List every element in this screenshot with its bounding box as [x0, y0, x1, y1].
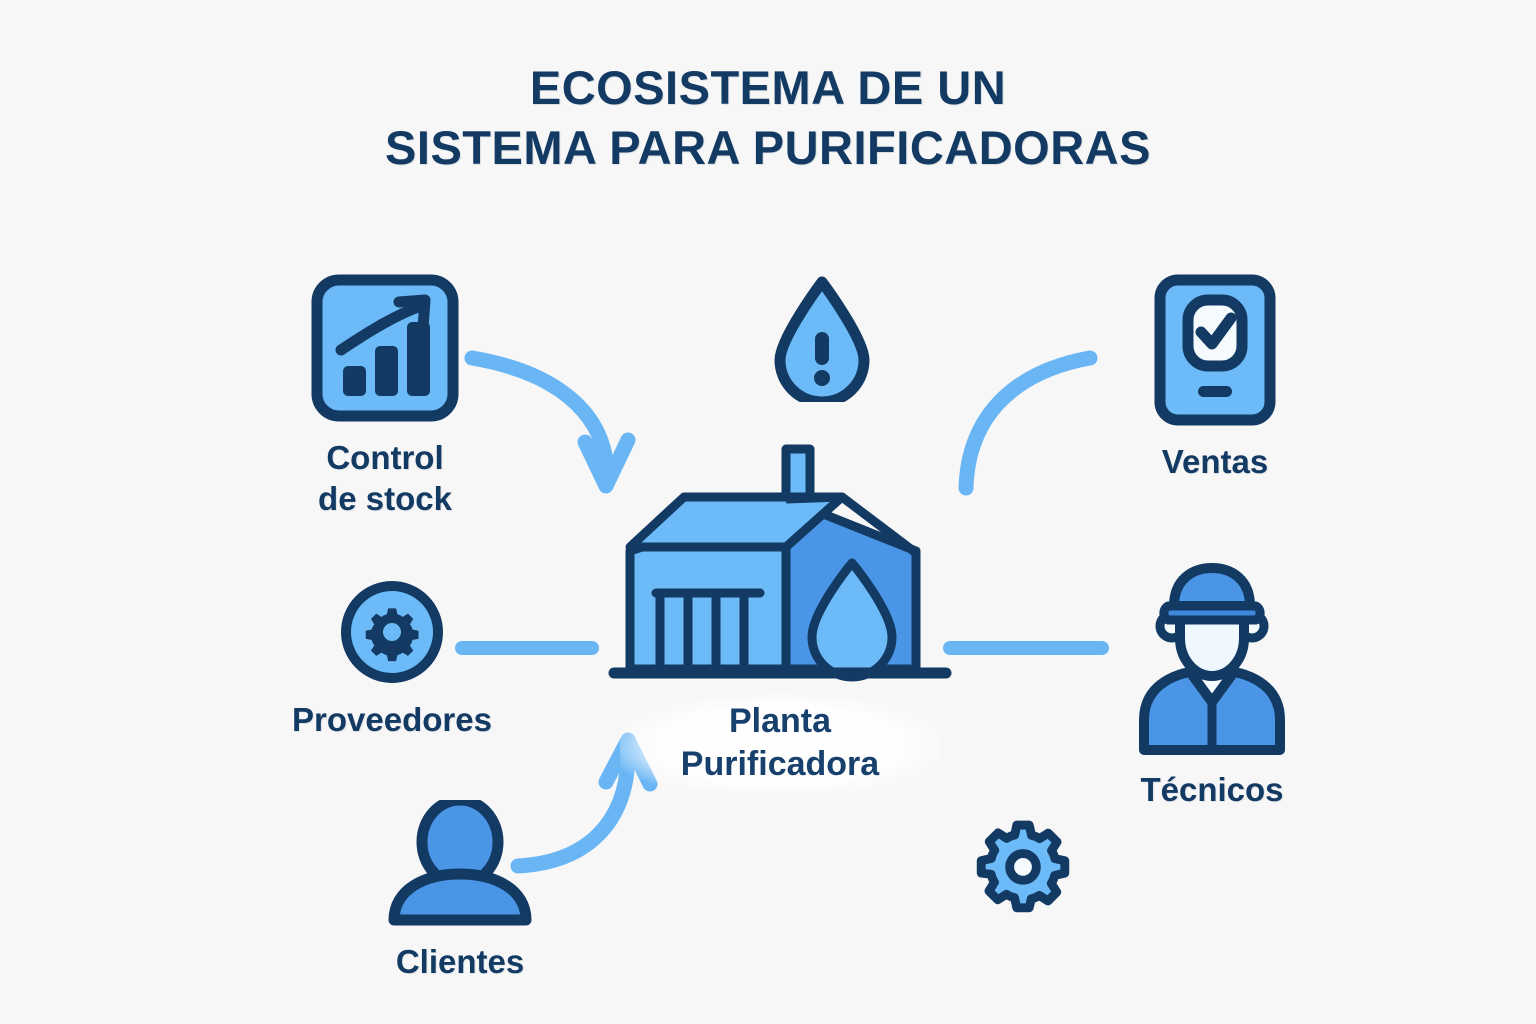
title-line-1: ECOSISTEMA DE UN [529, 61, 1007, 114]
node-clientes[interactable]: Clientes [330, 800, 590, 983]
roof-edge-right [785, 492, 919, 557]
water-drop-alert-icon [770, 272, 874, 408]
mobile-check-icon [1154, 274, 1276, 426]
node-label-ventas: Ventas [1161, 443, 1269, 480]
planta-purificadora-label: Planta Purificadora [620, 694, 940, 793]
node-label-proveedores: Proveedores [292, 701, 492, 738]
window-bars [655, 595, 749, 669]
page-title: ECOSISTEMA DE UN SISTEMA PARA PURIFICADO… [0, 58, 1536, 178]
node-proveedores[interactable]: Proveedores [262, 578, 522, 741]
node-label-clientes: Clientes [395, 943, 525, 980]
node-label-tecnicos: Técnicos [1140, 771, 1284, 808]
gear-circle-icon [341, 581, 443, 683]
user-person-icon [388, 800, 532, 926]
connector-stock-to-plant [464, 350, 636, 494]
planta-purificadora-icon[interactable] [600, 435, 960, 685]
technician-worker-icon [1139, 563, 1285, 755]
node-tecnicos[interactable]: Técnicos [1082, 560, 1342, 811]
gear-icon [975, 818, 1071, 919]
bar-chart-growth-icon [309, 272, 461, 424]
title-line-2: SISTEMA PARA PURIFICADORAS [385, 121, 1151, 175]
connector-ventas-to-plant [958, 350, 1098, 496]
node-control-de-stock[interactable]: Control de stock [255, 272, 515, 520]
node-ventas[interactable]: Ventas [1085, 272, 1345, 483]
node-label-control-de-stock: Control de stock [318, 439, 452, 517]
